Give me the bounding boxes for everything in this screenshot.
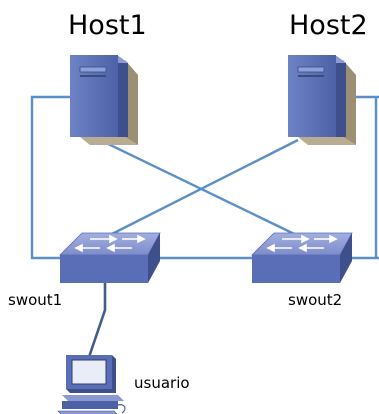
- network-switch-icon: [59, 232, 161, 283]
- workstation-icon: [57, 355, 126, 414]
- usuario-label: usuario: [134, 374, 190, 392]
- swout1-label: swout1: [8, 291, 62, 309]
- link-host1-swout2: [99, 138, 316, 246]
- link-swout1-usuario: [86, 283, 107, 361]
- link-host2-swout1: [99, 138, 299, 242]
- connections: [30, 95, 379, 361]
- host1-title: Host1: [68, 10, 147, 41]
- swout2-label: swout2: [288, 291, 342, 309]
- server-tower-icon: [70, 55, 138, 145]
- server-tower-icon: [288, 55, 356, 145]
- link-host1-swout1-left: [30, 95, 70, 260]
- network-switch-icon: [251, 232, 353, 283]
- host2-title: Host2: [289, 10, 368, 41]
